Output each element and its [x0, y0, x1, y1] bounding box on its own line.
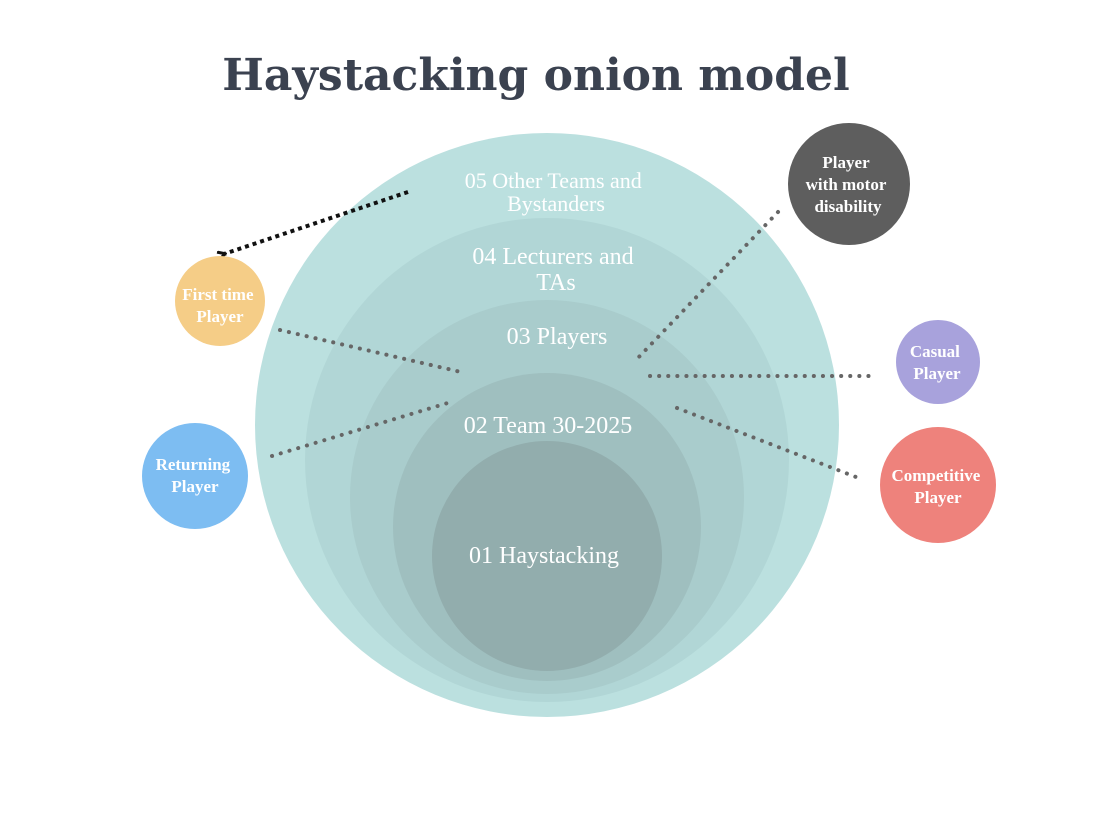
layer-05-label: 05 Other Teams and Bystanders	[465, 168, 648, 216]
persona-casual-circle	[896, 320, 980, 404]
layer-01-circle	[432, 441, 662, 671]
persona-returning-circle	[142, 423, 248, 529]
persona-casual-line2: Player	[913, 364, 961, 383]
persona-returning-label: Returning Player	[156, 455, 235, 496]
layer-05-label-line1: 05 Other Teams and	[465, 168, 642, 193]
persona-competitive-label: Competitive Player	[891, 466, 984, 507]
persona-returning-line1: Returning	[156, 455, 231, 474]
persona-returning-line2: Player	[171, 477, 219, 496]
persona-casual-label: Casual Player	[910, 342, 964, 383]
persona-competitive-line2: Player	[914, 488, 962, 507]
layer-05-label-line2: Bystanders	[507, 191, 605, 216]
persona-returning: Returning Player	[142, 423, 248, 529]
persona-first-time-line2: Player	[196, 307, 244, 326]
layer-04-label-line1: 04 Lecturers and	[472, 244, 633, 270]
persona-motor-line3: disability	[814, 197, 882, 216]
persona-casual-line1: Casual	[910, 342, 960, 361]
persona-casual: Casual Player	[896, 320, 980, 404]
layer-04-label-line2: TAs	[536, 270, 575, 296]
persona-first-time-label: First time Player	[182, 285, 258, 326]
persona-first-time-circle	[175, 256, 265, 346]
layer-04-label: 04 Lecturers and TAs	[472, 244, 639, 296]
arrow-to-first-time-player	[224, 190, 409, 254]
diagram-title: Haystacking onion model	[222, 50, 849, 101]
persona-competitive-circle	[880, 427, 996, 543]
connector-first-time	[278, 328, 463, 374]
layer-03-label: 03 Players	[507, 324, 608, 350]
persona-motor-label: Player with motor disability	[806, 153, 891, 216]
persona-first-time: First time Player	[175, 256, 265, 346]
connector-returning	[270, 400, 453, 458]
persona-motor-circle	[788, 123, 910, 245]
persona-competitive-line1: Competitive	[891, 466, 980, 485]
persona-first-time-line1: First time	[182, 285, 254, 304]
layer-01-label: 01 Haystacking	[469, 543, 619, 569]
persona-motor-line1: Player	[822, 153, 870, 172]
connector-motor	[634, 210, 780, 362]
persona-motor-line2: with motor	[806, 175, 887, 194]
persona-competitive: Competitive Player	[880, 427, 996, 543]
layer-02-label: 02 Team 30-2025	[464, 413, 633, 439]
persona-motor-disability: Player with motor disability	[788, 123, 910, 245]
